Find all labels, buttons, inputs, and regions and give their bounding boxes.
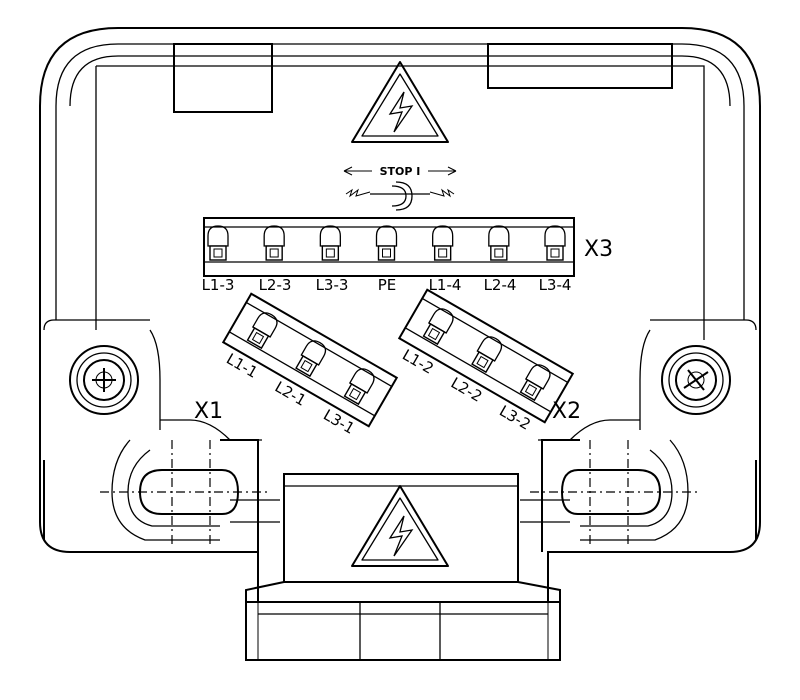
terminal-screw	[488, 225, 510, 261]
left-mounting-boss	[43, 319, 280, 552]
high-voltage-warning-icon	[351, 61, 449, 143]
terminal-label: L1-3	[202, 276, 235, 294]
terminal-block-label: X3	[584, 237, 613, 262]
x2-terminal-group	[422, 308, 551, 402]
terminal-screw	[544, 225, 566, 261]
x3-labels: L1-3 L2-3 L3-3 PE L1-4 L2-4 L3-4 X3	[202, 237, 614, 294]
terminal-screw	[471, 336, 503, 374]
terminal-label: L3-1	[320, 406, 357, 438]
terminal-screw	[343, 368, 375, 406]
terminal-screw	[263, 225, 285, 261]
terminal-block-label: X1	[194, 399, 223, 424]
housing-outline	[39, 27, 761, 661]
terminal-label: L1-1	[223, 350, 260, 382]
terminal-label: L3-4	[539, 276, 572, 294]
terminal-label: L3-2	[496, 402, 533, 434]
screw-icon	[675, 359, 717, 401]
terminal-label: L2-4	[484, 276, 517, 294]
terminal-screw	[422, 308, 454, 346]
terminal-label: L2-3	[259, 276, 292, 294]
terminal-screw	[295, 340, 327, 378]
terminal-label: L1-2	[399, 346, 436, 378]
screw-icon	[83, 359, 125, 401]
x3-terminal-group	[207, 225, 566, 261]
terminal-screw	[207, 225, 229, 261]
terminal-label: L2-2	[448, 374, 485, 406]
terminal-block-x1: L1-1 L2-1 L3-1	[221, 292, 399, 438]
stop-label: STOP I	[380, 165, 421, 178]
x1-terminal-group	[246, 312, 375, 406]
terminal-block-x3	[203, 217, 575, 277]
terminal-block-label: X2	[552, 399, 581, 424]
high-voltage-warning-icon	[351, 485, 449, 567]
terminal-label: L1-4	[429, 276, 462, 294]
terminal-screw	[319, 225, 341, 261]
right-mounting-boss	[520, 319, 757, 552]
terminal-label: L2-1	[272, 378, 309, 410]
terminal-label: L3-3	[316, 276, 349, 294]
terminal-screw	[375, 225, 398, 261]
cable-symbol-icon	[345, 181, 455, 211]
terminal-block-x2: L1-2 L2-2 L3-2	[397, 288, 575, 434]
terminal-screw	[246, 312, 278, 350]
terminal-screw	[432, 225, 454, 261]
terminal-label: PE	[378, 276, 397, 294]
stop-marker: STOP I	[343, 165, 457, 178]
terminal-screw	[519, 364, 551, 402]
